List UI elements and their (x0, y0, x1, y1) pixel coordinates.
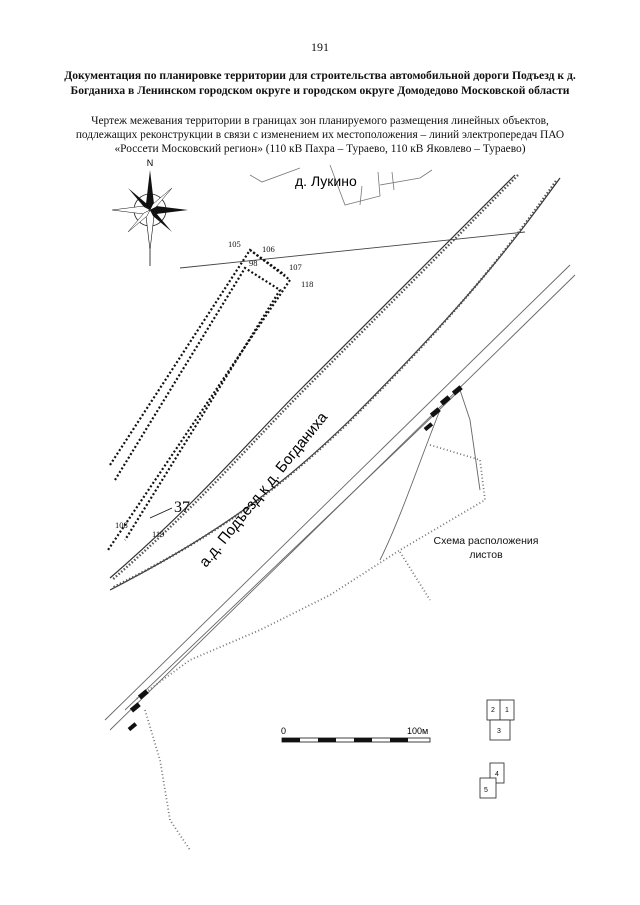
sheet-3-label: 3 (497, 728, 501, 735)
zone-number-leader (149, 507, 173, 519)
sheet-1-label: 1 (505, 707, 509, 714)
point-105: 105 (228, 239, 241, 249)
drawing-subtitle: Чертеж межевания территории в границах з… (75, 115, 565, 155)
point-118: 118 (301, 279, 313, 289)
power-lines (104, 264, 576, 731)
sheet-layout-caption: Схема расположения листов (433, 535, 539, 561)
document-title: Документация по планировке территории дл… (64, 69, 576, 97)
point-98: 98 (249, 258, 258, 268)
scale-bar: 0 100м (281, 726, 431, 743)
sheet-5-label: 5 (484, 787, 488, 794)
compass-rose-icon: N (111, 158, 188, 266)
compass-north-label: N (147, 158, 154, 168)
scale-start-label: 0 (281, 726, 286, 736)
scale-end-label: 100м (407, 726, 428, 736)
road-label: а.д. Подъезд к д. Богданиха (196, 409, 332, 571)
road-lines (109, 174, 561, 591)
road-hatch-band (111, 174, 557, 590)
zone-number-label: 37 (174, 499, 190, 516)
village-outline (249, 164, 433, 206)
page-number: 191 (311, 40, 329, 54)
cadastral-dashed-lines (134, 444, 486, 851)
zone-boundary-dotted (107, 248, 292, 551)
village-label: д. Лукино (295, 173, 357, 189)
sheet-4-label: 4 (495, 771, 499, 778)
sheet-2-label: 2 (491, 707, 495, 714)
sheet-layout-diagram: 2 1 3 4 5 (479, 699, 515, 799)
point-106: 106 (262, 244, 275, 254)
point-108: 108 (115, 520, 128, 530)
point-107: 107 (289, 262, 302, 272)
tower-markers (127, 385, 463, 732)
point-119: 119 (152, 529, 164, 539)
